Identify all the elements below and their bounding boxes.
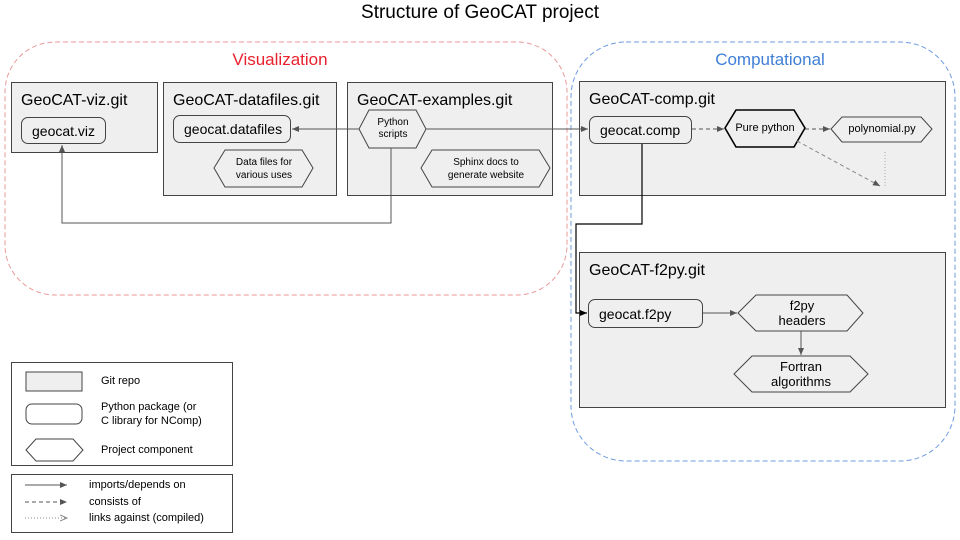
f2py-headers-label-line1: f2py — [789, 298, 815, 313]
fortran-hexagon — [733, 355, 869, 393]
repo-comp-title: GeoCAT-comp.git — [589, 91, 715, 108]
legend-consists-label: consists of — [89, 496, 141, 508]
package-geocat-comp-label: geocat.comp — [600, 122, 681, 138]
package-geocat-viz: geocat.viz — [21, 117, 106, 144]
f2py-headers-label-line2: headers — [778, 313, 826, 328]
legend-component-label: Project component — [101, 444, 193, 456]
pure-python-label: Pure python — [735, 122, 795, 134]
legend-links-label: links against (compiled) — [89, 512, 204, 524]
f2py-headers-label: f2py headers — [756, 296, 848, 330]
repo-examples-title: GeoCAT-examples.git — [357, 92, 513, 109]
package-geocat-datafiles-label: geocat.datafiles — [184, 121, 283, 137]
legend-component-swatch — [25, 438, 84, 462]
fortran-label: Fortran algorithms — [752, 357, 850, 391]
legend-package-label-line2: C library for NComp) — [101, 415, 202, 427]
legend-shapes-box — [11, 362, 233, 466]
package-geocat-f2py-label: geocat.f2py — [599, 305, 672, 322]
python-scripts-label: Python scripts — [363, 113, 423, 145]
legend-git-repo-swatch — [25, 371, 83, 392]
legend-package-label: Python package (or C library for NComp) — [101, 400, 202, 428]
computational-group-boundary — [570, 41, 956, 462]
sphinx-docs-label: Sphinx docs to generate website — [426, 153, 546, 185]
data-files-hexagon — [213, 149, 314, 188]
diagram-title: Structure of GeoCAT project — [361, 2, 599, 23]
arrow-purepython-to-more — [796, 140, 881, 187]
computational-group-label: Computational — [715, 50, 825, 69]
legend-package-swatch — [25, 403, 83, 425]
fortran-label-line2: algorithms — [771, 374, 831, 389]
legend-lines-box — [11, 474, 233, 533]
package-geocat-viz-label: geocat.viz — [32, 122, 96, 139]
data-files-label-line1: Data files for — [235, 157, 293, 168]
repo-f2py-title: GeoCAT-f2py.git — [589, 262, 705, 279]
legend-git-repo-label: Git repo — [101, 375, 141, 387]
repo-viz-title: GeoCAT-viz.git — [21, 92, 128, 109]
fortran-label-line1: Fortran — [780, 359, 822, 374]
package-geocat-f2py: geocat.f2py — [588, 299, 703, 328]
sphinx-docs-hexagon — [420, 149, 551, 188]
legend-package-label-line1: Python package (or — [101, 401, 197, 413]
visualization-group-boundary — [4, 41, 568, 296]
polynomial-label: polynomial.py — [848, 123, 916, 135]
python-scripts-label-line1: Python — [377, 117, 409, 128]
arrow-scripts-to-viz — [59, 145, 392, 224]
pure-python-hexagon — [724, 109, 806, 148]
f2py-headers-hexagon — [737, 294, 864, 332]
polynomial-hexagon — [830, 116, 933, 143]
package-geocat-datafiles: geocat.datafiles — [173, 115, 291, 143]
data-files-label: Data files for various uses — [220, 153, 308, 185]
package-geocat-comp: geocat.comp — [589, 116, 692, 144]
sphinx-docs-label-line1: Sphinx docs to — [453, 157, 519, 168]
data-files-label-line2: various uses — [235, 170, 293, 181]
legend-imports-label: imports/depends on — [89, 479, 186, 491]
repo-datafiles-title: GeoCAT-datafiles.git — [173, 92, 320, 109]
arrow-comp-to-f2py — [575, 144, 643, 316]
python-scripts-label-line2: scripts — [378, 129, 408, 140]
sphinx-docs-label-line2: generate website — [447, 170, 525, 181]
visualization-group-label: Visualization — [232, 50, 328, 69]
